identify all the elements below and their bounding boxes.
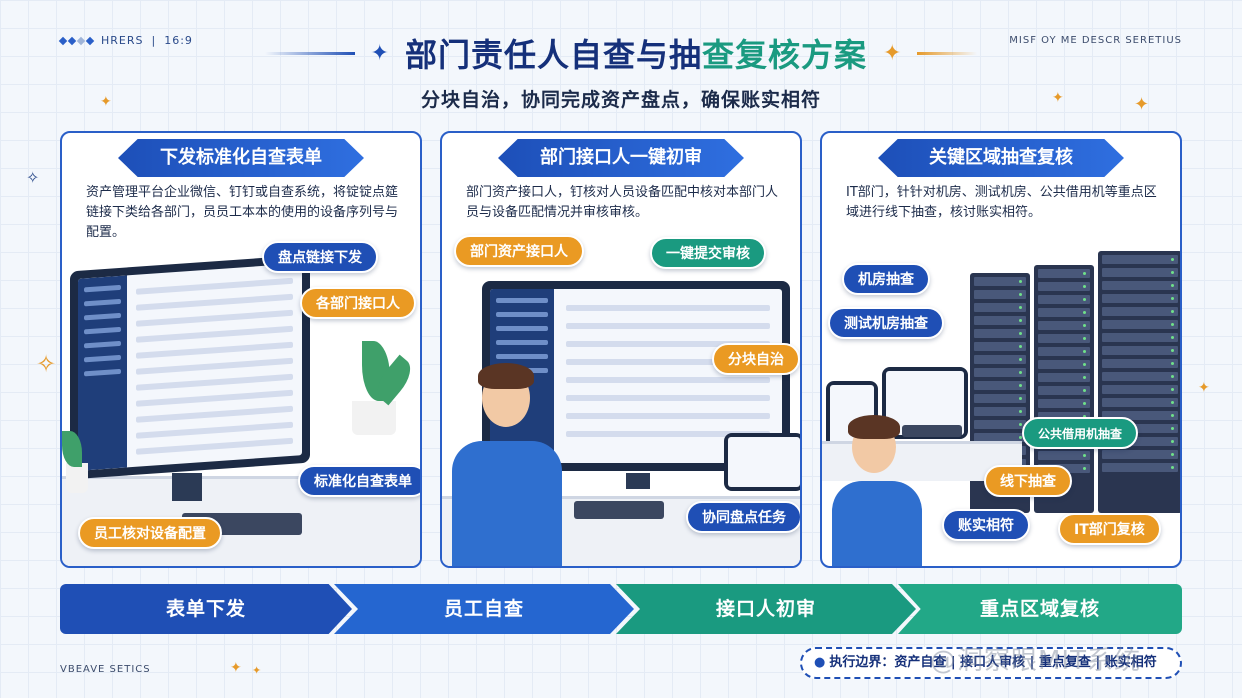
panel-title: 下发标准化自查表单	[118, 139, 364, 177]
badge-collab-task: 协同盘点任务	[686, 501, 800, 533]
sparkle-icon: ✦	[252, 664, 262, 677]
badge-asset-contact: 部门资产接口人	[454, 235, 584, 267]
sparkle-icon: ✦	[883, 40, 902, 66]
header-left-text: HRERS	[101, 34, 144, 47]
badge-test-room-audit: 测试机房抽查	[828, 307, 944, 339]
badge-it-review: IT部门复核	[1058, 513, 1161, 545]
panel-self-check-form: 下发标准化自查表单 资产管理平台企业微信、钉钉或自查系统，将锭锭点筵链接下类给各…	[60, 131, 422, 568]
sparkle-icon: ✦	[100, 94, 112, 110]
title-line-left	[264, 51, 355, 55]
watermark: @洞察眼MIT系统	[930, 646, 1141, 676]
header-right-tag: MISF OY ME DESCR SERETIUS	[1009, 35, 1182, 46]
badge-room-audit: 机房抽查	[842, 263, 930, 295]
sparkle-icon: ✦	[230, 660, 242, 676]
monitor-illustration	[70, 254, 310, 480]
badge-link-dispatch: 盘点链接下发	[262, 241, 378, 273]
boundary-label: 执行边界：	[829, 655, 895, 670]
header-left-tag: HRERS | 16:9	[58, 34, 193, 47]
panel-title: 关键区域抽查复核	[878, 139, 1124, 177]
bullet-icon: ●	[814, 655, 826, 670]
title-bar: ✦ 部门责任人自查与抽查复核方案 ✦	[0, 30, 1242, 76]
sparkle-icon: ✦	[1052, 90, 1064, 106]
badge-submit-review: 一键提交审核	[650, 237, 766, 269]
sparkle-icon: ✦	[370, 40, 389, 66]
badge-standard-form: 标准化自查表单	[298, 465, 420, 497]
panel-contact-review: 部门接口人一键初审 部门资产接口人，钉核对人员设备匹配中核对本部门人员与设备匹配…	[440, 131, 802, 568]
footer-left-tag: VBEAVE SETICS	[60, 664, 151, 675]
process-step-form-dispatch: 表单下发	[60, 584, 352, 634]
badge-dept-contact: 各部门接口人	[300, 287, 416, 319]
page-title: 部门责任人自查与抽查复核方案	[404, 36, 868, 74]
aspect-ratio: 16:9	[164, 34, 193, 47]
sparkle-icon: ✦	[1134, 94, 1150, 115]
sparkle-icon: ✧	[36, 350, 57, 378]
process-step-self-check: 员工自查	[334, 584, 634, 634]
badge-employee-check: 员工核对设备配置	[78, 517, 222, 549]
sparkle-icon: ✦	[1198, 380, 1210, 396]
boundary-text: 资产自查 | 接口人审核 | 重点复查 | 账实相符	[894, 655, 1157, 670]
server-rack-illustration	[1098, 251, 1180, 513]
process-flow: 表单下发 员工自查 接口人初审 重点区域复核	[60, 584, 1182, 634]
badge-shared-machine-audit: 公共借用机抽查	[1022, 417, 1139, 449]
title-line-right	[917, 51, 978, 55]
panel-title: 部门接口人一键初审	[498, 139, 744, 177]
badge-account-match: 账实相符	[942, 509, 1030, 541]
panel-description: IT部门，针针对机房、测试机房、公共借用机等重点区域进行线下抽查，核讨账实相符。	[846, 185, 1157, 220]
process-step-key-area-review: 重点区域复核	[898, 584, 1182, 634]
review-scene-illustration	[442, 251, 800, 566]
execution-boundary: ●执行边界：资产自查 | 接口人审核 | 重点复查 | 账实相符	[800, 647, 1182, 679]
panel-description: 部门资产接口人，钉核对人员设备匹配中核对本部门人员与设备匹配情况并审核审核。	[466, 185, 779, 220]
badge-self-governance: 分块自治	[712, 343, 800, 375]
process-step-contact-review: 接口人初审	[616, 584, 916, 634]
badge-offline-audit: 线下抽查	[984, 465, 1072, 497]
page-subtitle: 分块自治，协同完成资产盘点，确保账实相符	[420, 89, 821, 111]
sparkle-icon: ✧	[26, 168, 40, 187]
panel-description: 资产管理平台企业微信、钉钉或自查系统，将锭锭点筵链接下类给各部门，员员工本本的使…	[86, 185, 399, 240]
panel-key-area-audit: 关键区域抽查复核 IT部门，针针对机房、测试机房、公共借用机等重点区域进行线下抽…	[820, 131, 1182, 568]
tablet-illustration	[724, 433, 800, 491]
